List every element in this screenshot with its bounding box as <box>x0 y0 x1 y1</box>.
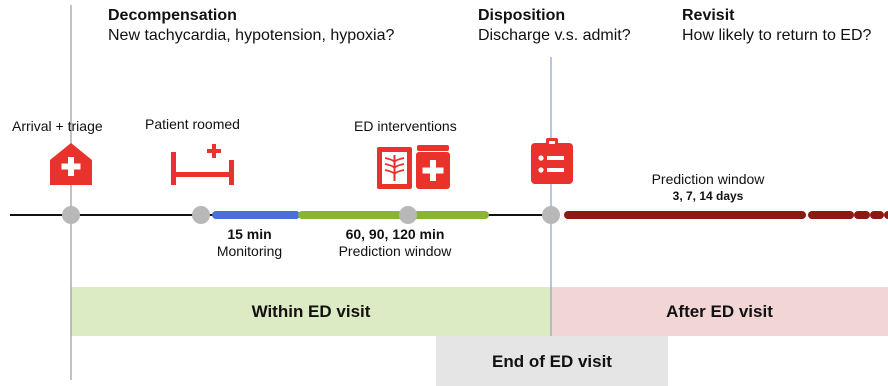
after-prediction-title: Prediction window <box>651 171 765 187</box>
clipboard-icon <box>531 138 573 184</box>
disposition-title: Disposition <box>478 7 566 24</box>
after-ed-label: After ED visit <box>666 302 773 321</box>
xray-icon <box>377 147 412 189</box>
interventions-node <box>399 206 417 224</box>
disposition-node <box>542 206 560 224</box>
medical-case-icon <box>416 145 450 189</box>
monitoring-value: 15 min <box>227 226 272 242</box>
decompensation-title: Decompensation <box>108 7 237 24</box>
end-ed-region <box>436 336 668 386</box>
after-ed-region <box>551 287 888 336</box>
bed-icon <box>171 144 234 185</box>
revisit-subtitle: How likely to return to ED? <box>682 27 872 44</box>
monitoring-label: Monitoring <box>216 243 283 259</box>
decompensation-subtitle: New tachycardia, hypotension, hypoxia? <box>108 27 395 44</box>
arrival-node <box>62 206 80 224</box>
hospital-icon <box>50 143 92 185</box>
after-prediction-value: 3, 7, 14 days <box>672 189 744 203</box>
interventions-label: ED interventions <box>354 118 457 134</box>
within-ed-label: Within ED visit <box>251 302 371 321</box>
prediction-value: 60, 90, 120 min <box>345 226 445 242</box>
prediction-label: Prediction window <box>338 243 452 259</box>
end-ed-label: End of ED visit <box>492 352 612 371</box>
within-ed-region <box>71 287 551 336</box>
roomed-node <box>192 206 210 224</box>
after-segment-dot <box>884 211 888 219</box>
roomed-label: Patient roomed <box>145 116 240 132</box>
revisit-title: Revisit <box>682 7 735 24</box>
arrival-label: Arrival + triage <box>12 118 103 134</box>
disposition-subtitle: Discharge v.s. admit? <box>478 27 631 44</box>
